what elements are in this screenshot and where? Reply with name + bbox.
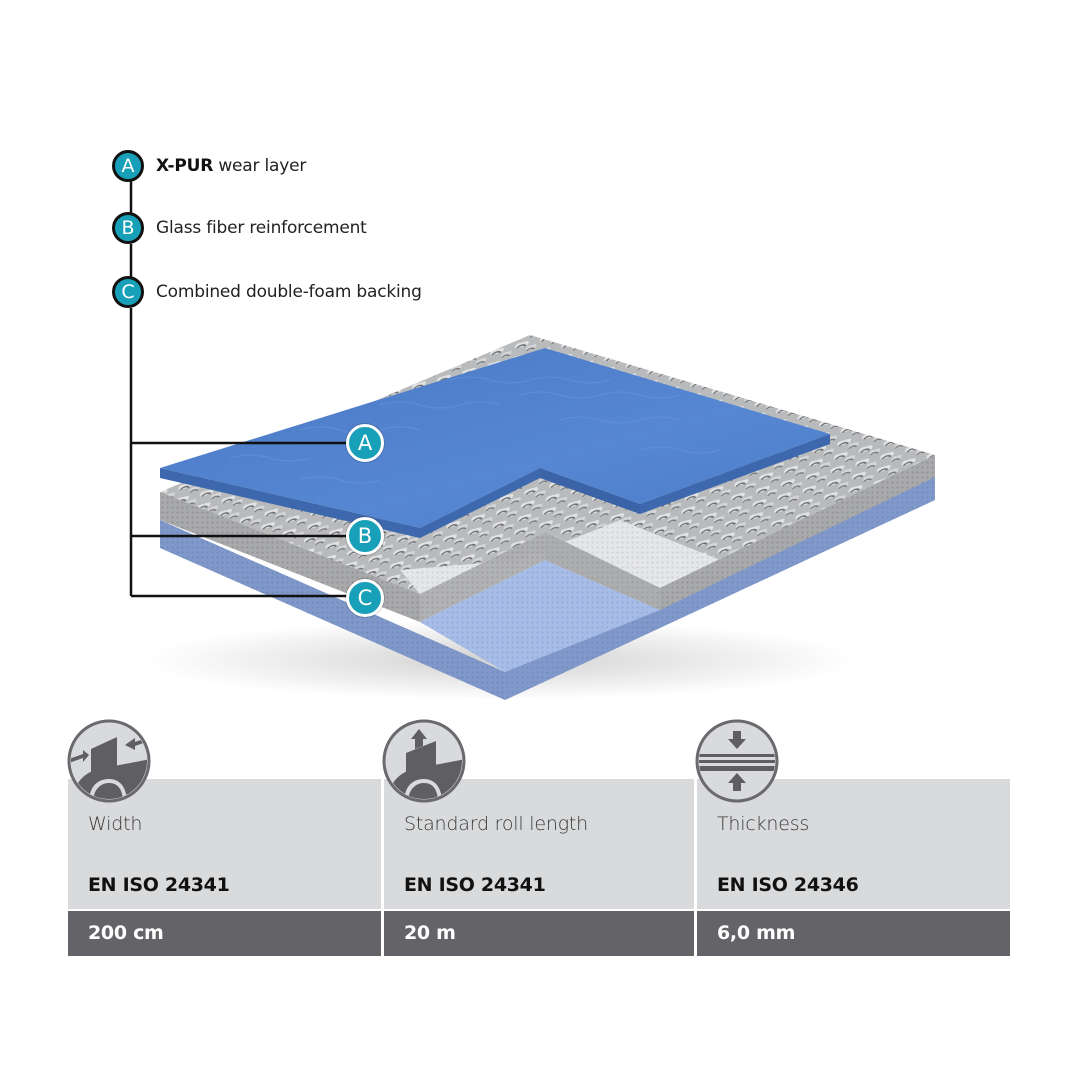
thickness-icon <box>695 719 779 803</box>
legend-badge-c: C <box>112 276 144 308</box>
callout-b: B <box>346 517 384 555</box>
spec-standard: EN ISO 24346 <box>717 874 859 896</box>
spec-column-width: Width EN ISO 24341 200 cm <box>68 779 381 957</box>
spec-label: Width <box>88 813 143 835</box>
legend-item-a: A X-PUR wear layer <box>112 150 306 182</box>
spec-column-thickness: Thickness EN ISO 24346 6,0 mm <box>697 779 1010 957</box>
flooring-layers-illustration <box>129 308 935 700</box>
layer-c-backing <box>160 472 935 700</box>
spec-value: 6,0 mm <box>717 922 796 944</box>
legend-label-b: Glass fiber reinforcement <box>156 218 367 238</box>
legend-item-b: B Glass fiber reinforcement <box>112 212 367 244</box>
width-roll-icon <box>67 719 151 803</box>
spec-column-roll-length: Standard roll length EN ISO 24341 20 m <box>384 779 694 957</box>
spec-value: 20 m <box>404 922 456 944</box>
callout-c: C <box>346 579 384 617</box>
layer-legend: A X-PUR wear layer B Glass fiber reinfor… <box>0 0 600 320</box>
spec-standard: EN ISO 24341 <box>88 874 230 896</box>
legend-label-a-bold: X-PUR <box>156 156 214 176</box>
legend-item-c: C Combined double-foam backing <box>112 276 422 308</box>
legend-badge-a: A <box>112 150 144 182</box>
legend-connector-line <box>129 180 133 278</box>
roll-length-icon <box>382 719 466 803</box>
spec-standard: EN ISO 24341 <box>404 874 546 896</box>
callout-connector-lines <box>129 308 348 598</box>
spec-label: Standard roll length <box>404 813 588 835</box>
legend-badge-b: B <box>112 212 144 244</box>
legend-label-c: Combined double-foam backing <box>156 282 422 302</box>
legend-label-a-text: wear layer <box>213 156 307 176</box>
spec-table: Width EN ISO 24341 200 cm Standard roll … <box>68 779 1010 957</box>
spec-value: 200 cm <box>88 922 164 944</box>
spec-label: Thickness <box>717 813 810 835</box>
callout-a: A <box>346 424 384 462</box>
legend-label-a: X-PUR wear layer <box>156 156 306 176</box>
